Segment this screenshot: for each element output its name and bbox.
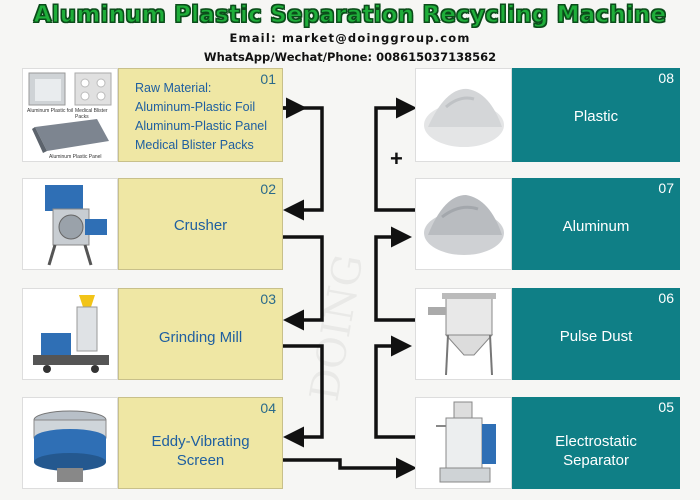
step-label: Plastic [573,108,619,125]
step-01-box: 01 Raw Material: Aluminum-Plastic Foil A… [118,68,283,162]
raw-material-thumbnails [28,72,112,153]
step-07-box: 07 Aluminum [512,178,680,270]
crusher-image [22,178,118,270]
plastic-powder-image [415,68,512,162]
step-04-box: 04 Eddy-Vibrating Screen [118,397,283,489]
step-02-box: 02 Crusher [118,178,283,270]
page-title: Aluminum Plastic Separation Recycling Ma… [33,2,667,29]
grinding-mill-image [22,288,118,380]
step-08-box: 08 Plastic [512,68,680,162]
email-text: Email: market@doinggroup.com [229,31,471,45]
electrostatic-separator-illustration [436,401,496,483]
step-number: 07 [658,180,674,196]
step-05-box: 05 Electrostatic Separator [512,397,680,489]
step-label: Crusher [173,217,228,234]
arrow-04-to-05 [283,457,417,479]
raw-material-line: Raw Material: [135,81,212,95]
arrow-06-to-07 [374,226,415,322]
arrow-03-to-04 [283,344,324,448]
plus-sign: + [390,146,403,171]
raw-material-image: Aluminum Plastic foil Medical Blister Pa… [22,68,118,162]
plastic-powder-illustration [424,88,504,147]
step-label: Pulse Dust [559,328,633,345]
aluminum-powder-illustration [424,195,504,255]
step-label: Eddy-Vibrating Screen [151,433,250,469]
step-06-box: 06 Pulse Dust [512,288,680,380]
watermark: DOING [302,251,373,404]
step-number: 04 [260,400,276,416]
step-number: 02 [260,181,276,197]
step-number: 03 [260,291,276,307]
electrostatic-separator-image [415,397,512,489]
aluminum-powder-image [415,178,512,270]
raw-material-text: Raw Material: Aluminum-Plastic Foil Alum… [135,79,267,155]
step-label: Aluminum [562,218,630,235]
vibrating-screen-illustration [33,410,107,482]
step-number: 01 [260,71,276,87]
grinding-mill-illustration [33,295,109,373]
arrow-01-to-02 [283,106,324,221]
raw-material-line: Aluminum-Plastic Panel [135,119,267,133]
phone-text: WhatsApp/Wechat/Phone: 008615037138562 [203,50,497,64]
step-03-box: 03 Grinding Mill [118,288,283,380]
step-label: Electrostatic Separator [555,433,637,469]
pulse-dust-image [415,288,512,380]
crusher-illustration [45,185,107,266]
step-number: 08 [658,70,674,86]
arrow-02-to-03 [283,235,324,331]
step-number: 06 [658,290,674,306]
step-number: 05 [658,399,674,415]
arrow-05-to-06 [374,335,415,439]
arrow-to-08 [374,97,417,212]
raw-material-line: Aluminum-Plastic Foil [135,100,256,114]
step-label: Grinding Mill [158,329,243,346]
pulse-dust-collector-illustration [428,293,496,376]
thumb-label-foil: Aluminum Plastic foil [27,108,74,114]
raw-material-line: Medical Blister Packs [135,138,254,152]
thumb-label-panel: Aluminum Plastic Panel [49,154,102,160]
vibrating-screen-image [22,397,118,489]
thumb-label-blister: Medical Blister Packs [75,108,108,120]
